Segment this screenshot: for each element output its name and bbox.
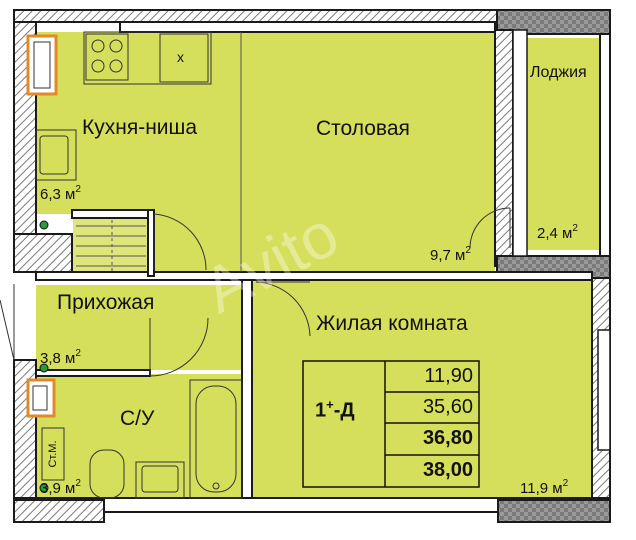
burner-icon: [91, 59, 105, 73]
living-door-arc: [255, 281, 311, 337]
kitchen-label: Кухня-ниша: [82, 116, 198, 139]
loggia-right-wall: [599, 33, 611, 257]
closet-room: [73, 218, 148, 276]
burner-icon: [109, 39, 123, 53]
riser-label: Ст.М.: [47, 440, 59, 468]
bath-sink-bowl: [141, 465, 179, 493]
toilet: [89, 449, 125, 499]
bathtub-inner: [195, 385, 237, 493]
unit-row-2: 35,60: [422, 396, 473, 418]
bath-top-wall: [35, 369, 151, 377]
pipe-icon: [39, 220, 49, 230]
living-room: [252, 280, 592, 498]
dining-lower: [150, 212, 241, 272]
boiler-icon: [26, 34, 58, 96]
unit-row-3: 36,80: [422, 427, 473, 449]
unit-row-1: 11,90: [424, 365, 473, 387]
unit-summary: 1+-Д 11,90 35,60 36,80 38,00: [303, 361, 479, 487]
bottom-wall-thin: [99, 497, 501, 513]
hallway-label: Прихожая: [57, 291, 155, 314]
bathroom-area: 3,9 м2: [40, 478, 81, 497]
fridge: [159, 33, 209, 83]
closet-wall: [71, 209, 155, 219]
fridge-mark: х: [177, 49, 184, 65]
bath-pipe-icon: [39, 363, 49, 373]
dining-room: [241, 32, 495, 272]
washer-inner: [32, 385, 48, 411]
sink-bowl: [39, 135, 69, 175]
loggia-label: Лоджия: [530, 64, 587, 81]
dining-label: Столовая: [316, 117, 410, 140]
top-wall-thin: [119, 21, 496, 33]
living-area: 11,9 м2: [520, 478, 569, 497]
entry-door-arc: [0, 299, 15, 361]
living-label: Жилая комната: [316, 312, 468, 335]
bath-pipe-icon: [39, 483, 49, 493]
burner-icon: [109, 59, 123, 73]
unit-row-4: 38,00: [422, 459, 473, 481]
closet-right-wall: [147, 209, 155, 277]
kitchen-room: [36, 32, 241, 212]
washer-icon: [26, 378, 56, 418]
unit-code: 1+-Д: [315, 397, 355, 422]
bath-sink: [135, 461, 185, 499]
unit-table: [302, 360, 480, 488]
bath-door-arc: [149, 317, 209, 377]
bathroom-room: [36, 374, 242, 498]
loggia-bottom-right-block: [497, 499, 611, 523]
loggia-door-arc: [469, 207, 511, 249]
loggia-room: [527, 38, 603, 250]
top-wall: [13, 9, 512, 23]
burner-icon: [91, 39, 105, 53]
kitchen-counter: [83, 31, 212, 85]
kitchen-sink: [35, 129, 77, 181]
loggia-inner-window: [512, 29, 528, 257]
stove: [85, 33, 129, 81]
bathroom-label: С/У: [120, 407, 155, 430]
hallway-area: 3,8 м2: [40, 348, 81, 367]
right-window: [597, 329, 611, 451]
bathtub: [189, 379, 243, 499]
loggia-area: 2,4 м2: [537, 223, 578, 242]
kitchen-area: 6,3 м2: [40, 184, 81, 203]
left-wall-mid: [13, 233, 73, 273]
closet-door-arc: [153, 213, 207, 271]
riser-box: [41, 427, 65, 481]
dining-area: 9,7 м2: [430, 245, 471, 264]
bottom-left-block: [13, 499, 105, 523]
boiler-inner: [33, 41, 51, 89]
hall-top-wall: [35, 271, 593, 281]
hallway-right-wall: [241, 279, 253, 499]
drain-icon: [212, 482, 220, 490]
